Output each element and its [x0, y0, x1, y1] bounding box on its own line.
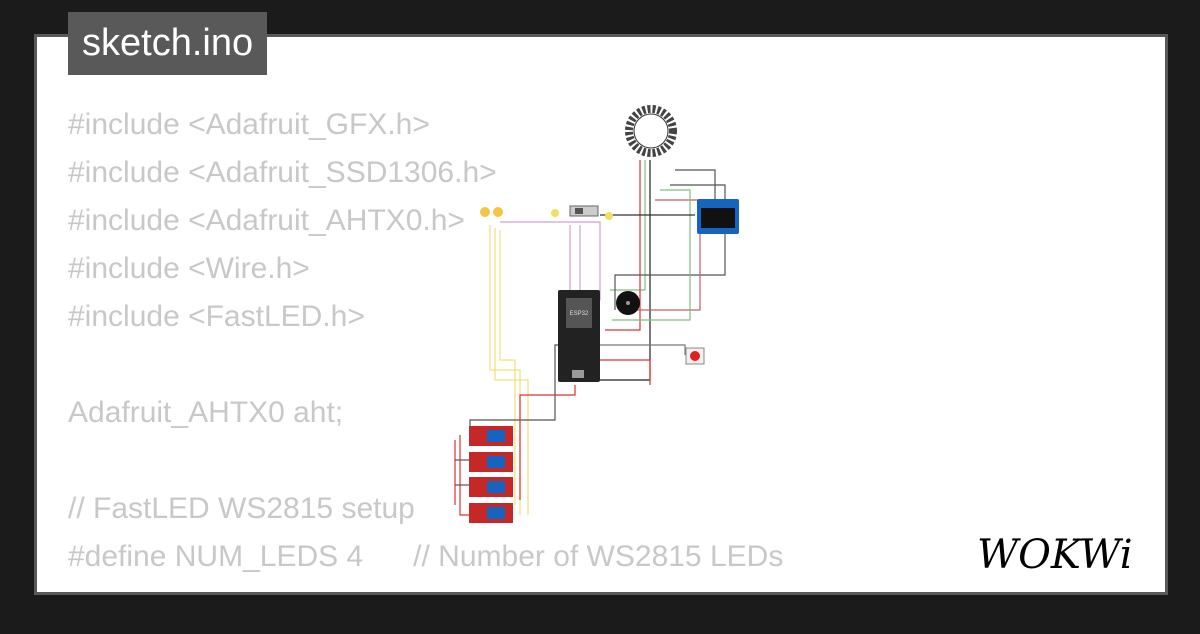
led [551, 209, 559, 217]
slide-switch [569, 205, 599, 217]
code-line: #define NUM_LEDS 4 // Number of WS2815 L… [68, 540, 784, 573]
oled-display [697, 199, 739, 234]
esp32-board: ESP32 [558, 290, 600, 382]
code-line: #include <Wire.h> [68, 252, 310, 285]
buzzer [616, 291, 640, 315]
wokwi-logo: WOKWi [977, 532, 1133, 578]
neopixel-ring [625, 105, 677, 157]
right-mask [1165, 34, 1200, 634]
card-right-border [1165, 34, 1168, 595]
circuit-diagram: ESP32 [454, 105, 739, 523]
code-line: #include <Adafruit_AHTX0.h> [68, 204, 465, 237]
file-tab[interactable]: sketch.ino [68, 12, 268, 75]
led [493, 207, 503, 217]
card-bottom-border [34, 592, 1168, 595]
preview-card [34, 34, 1171, 601]
led [605, 212, 613, 220]
led [480, 207, 490, 217]
push-button[interactable] [685, 347, 705, 365]
relay-module [469, 426, 513, 446]
relay-module [469, 477, 513, 497]
code-line: // FastLED WS2815 setup [68, 492, 415, 525]
code-line: #include <Adafruit_SSD1306.h> [68, 156, 497, 189]
relay-module [469, 452, 513, 472]
code-line: #include <FastLED.h> [68, 300, 365, 333]
relay-module [469, 503, 513, 523]
bottom-mask [34, 595, 1169, 630]
board-label: ESP32 [570, 311, 589, 317]
logo-text: WOKWi [977, 532, 1133, 578]
code-line: Adafruit_AHTX0 aht; [68, 396, 344, 429]
code-line: #include <Adafruit_GFX.h> [68, 108, 430, 141]
